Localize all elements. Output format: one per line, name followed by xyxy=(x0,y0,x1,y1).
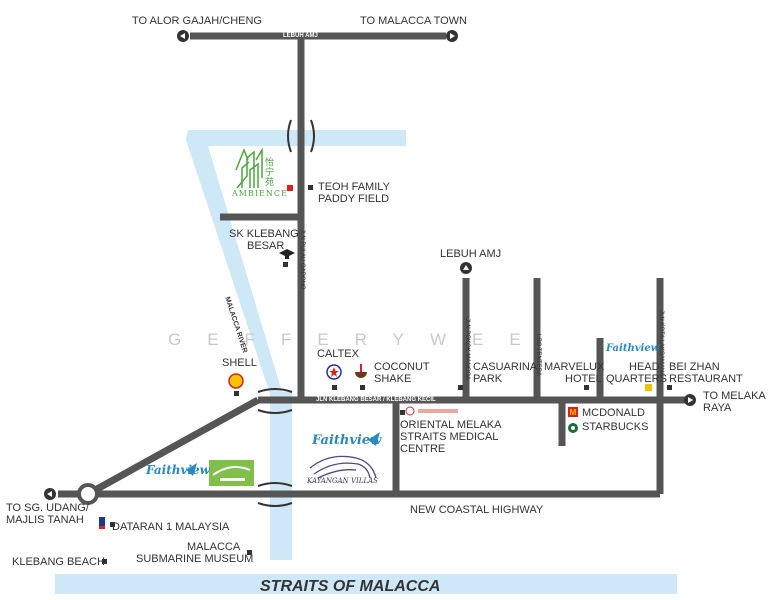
hotel-label: HOTEL xyxy=(565,373,602,385)
water-layer xyxy=(55,130,677,594)
coconut-label: COCONUT xyxy=(374,361,430,373)
ambience-logo-text: AMBIENCE xyxy=(232,189,288,198)
oriental-label-1: ORIENTAL MELAKA xyxy=(400,419,502,431)
bridges xyxy=(257,119,315,507)
bei-zhan-label: BEI ZHAN xyxy=(669,361,720,373)
place-markers xyxy=(102,185,672,564)
marker-shell xyxy=(234,391,239,396)
shake-label: SHAKE xyxy=(374,373,412,385)
marker-dataran xyxy=(110,522,115,527)
coconut-shake-icon xyxy=(355,364,367,378)
lebuh-amj-mid-label: LEBUH AMJ xyxy=(440,248,502,260)
marvelux-label: MARVELUX xyxy=(544,361,605,373)
faithview-logo-main: Faithview xyxy=(312,433,382,448)
ambience-logo-lower xyxy=(209,460,254,486)
school-icon xyxy=(279,249,295,259)
marker-hq-yellow xyxy=(645,384,652,391)
roads-layer xyxy=(58,32,690,498)
mcdonald-label: MCDONALD xyxy=(582,407,645,419)
caltex-label: CALTEX xyxy=(317,348,359,360)
marker-coconut xyxy=(360,385,365,390)
marker-sk-klebang xyxy=(283,262,288,267)
roundabout xyxy=(77,483,99,505)
shell-icon xyxy=(228,373,244,389)
diagonal-road xyxy=(86,396,260,498)
hospital-icon xyxy=(405,406,458,416)
malacca-sub-label-1: MALACCA xyxy=(187,541,241,553)
starbucks-label: STARBUCKS xyxy=(582,421,649,433)
to-sg-udang-label-1: TO SG. UDANG/ xyxy=(6,502,89,514)
head-label: HEAD xyxy=(629,361,660,373)
oriental-label-2: STRAITS MEDICAL xyxy=(400,431,499,443)
marker-klebang-beach xyxy=(102,559,107,564)
marker-casuarina xyxy=(458,385,463,390)
faithview-swooshes xyxy=(186,432,380,476)
direction-arrows xyxy=(44,30,696,500)
ambience-chinese-name: 怡宁苑 xyxy=(265,158,275,188)
casuarina-label: CASUARINA xyxy=(473,361,538,373)
marker-teoh xyxy=(308,185,313,190)
svg-text:M: M xyxy=(570,408,577,417)
marker-caltex xyxy=(332,385,337,390)
quarters-label: QUARTERS xyxy=(606,373,667,385)
ambience-logo-graphic xyxy=(235,147,263,189)
raya-label: RAYA xyxy=(703,402,732,414)
marker-paddy-red xyxy=(287,185,293,191)
oriental-label-3: CENTRE xyxy=(400,443,446,455)
faithview-logo-left: Faithview xyxy=(146,463,210,477)
to-melaka-label: TO MELAKA xyxy=(703,390,766,402)
marker-bei-zhan xyxy=(667,385,672,390)
dataran-1-malaysia-icon xyxy=(99,517,105,529)
mcdonald-icon: M xyxy=(568,407,578,417)
malacca-river xyxy=(186,130,406,560)
jln-klebang-road-label: JLN KLEBANG BESAR / KLEBANG KECIL xyxy=(316,397,436,403)
new-coastal-highway-label: NEW COASTAL HIGHWAY xyxy=(410,504,544,516)
to-malacca-town-label: TO MALACCA TOWN xyxy=(360,15,467,27)
sk-besar-label: BESAR xyxy=(247,240,285,252)
dataran-label: DATARAN 1 MALAYSIA xyxy=(112,521,230,533)
klebang-beach-label: KLEBANG BEACH xyxy=(12,556,105,568)
starbucks-icon xyxy=(568,423,578,433)
kayangan-villas-text: KAYANGAN VILLAS xyxy=(307,477,378,485)
to-sg-udang-label-2: MAJLIS TANAH xyxy=(6,514,84,526)
straits-of-malacca-water xyxy=(55,574,677,594)
shell-label: SHELL xyxy=(222,357,257,369)
watermark: GEFFERYWEE xyxy=(168,330,547,349)
to-alor-gajah-label: TO ALOR GAJAH/CHENG xyxy=(132,15,262,27)
teoh-family-label: TEOH FAMILY xyxy=(318,181,390,193)
straits-of-malacca-label: STRAITS OF MALACCA xyxy=(260,578,441,595)
caltex-icon xyxy=(326,364,342,380)
malacca-sub-label-2: SUBMARINE MUSEUM xyxy=(136,553,254,565)
faithview-logo-hq: Faithview xyxy=(606,343,660,354)
park-label: PARK xyxy=(473,373,503,385)
jln-pulau-gadong-label: JLN PULAU GADONG xyxy=(299,229,305,290)
lebuh-amj-road-label: LEBUH AMJ xyxy=(283,33,318,39)
sk-klebang-label: SK KLEBANG xyxy=(229,228,299,240)
jln-pokok-mangga-label: JLN POKOK MANGGA xyxy=(464,318,470,381)
marker-marvelux xyxy=(584,385,589,390)
restaurant-label: RESTAURANT xyxy=(669,373,743,385)
paddy-field-label: PADDY FIELD xyxy=(318,193,390,205)
marker-submarine xyxy=(247,550,252,555)
kayangan-villas-logo xyxy=(309,455,377,479)
marker-oriental xyxy=(400,410,405,415)
